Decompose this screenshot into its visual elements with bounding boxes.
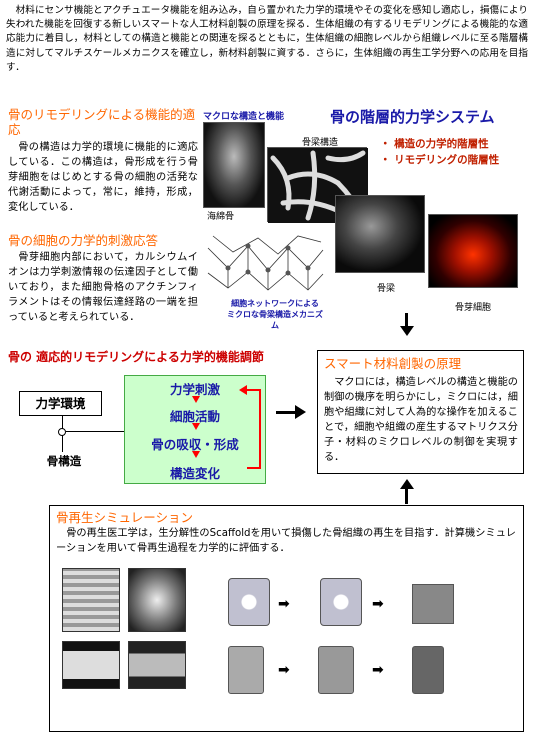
stimulus-text: 骨芽細胞内部において，カルシウムイオンは力学刺激情報の伝達因子として働いており，… (8, 252, 198, 323)
cancellous-bone-image (203, 122, 265, 208)
smart-text: マクロには，構造レベルの構造と機能の制御の機序を明らかにし，ミクロには，細胞や組… (324, 377, 518, 463)
sim-shape-2 (318, 646, 354, 694)
regen-text: 骨の再生医工学は，生分解性のScaffoldを用いて損傷した骨組織の再生を目指す… (56, 528, 516, 554)
arrow-down-shaft (405, 313, 408, 327)
network-caption: 細胞ネットワークによる ミクロな骨梁構造メカニズム (227, 299, 323, 330)
arrow-right-head (295, 405, 306, 419)
remodeling-text: 骨の構造は力学的環境に機能的に適応している．この構造は，骨形成を行う骨芽細胞をは… (8, 142, 198, 213)
smart-title: スマート材料創製の原理 (324, 356, 462, 371)
remodeling-title: 骨のリモデリングによる機能的適応 (8, 107, 196, 137)
flow-arrow-2 (192, 423, 200, 430)
stimulus-title: 骨の細胞の力学的刺激応答 (8, 233, 159, 248)
smart-box: スマート材料創製の原理 マクロには，構造レベルの構造と機能の制御の機序を明らかに… (317, 350, 524, 474)
scaffold-photo-3 (62, 641, 120, 689)
flow-step-2: 細胞活動 (169, 409, 220, 424)
sim-arrow-4: ➡ (372, 662, 384, 678)
feedback-loop (247, 389, 261, 469)
bone-struct-box: 骨構造 (36, 452, 92, 472)
scaffold-photo-4 (128, 641, 186, 689)
bone-structure-label: 骨梁構造 (302, 138, 339, 148)
hierarchy-bullet-1: ・ 構造の力学的階層性 (380, 138, 489, 150)
scaffold-photo-1 (62, 568, 120, 632)
sim-arrow-1: ➡ (278, 596, 290, 612)
osteoblast-image (428, 214, 518, 288)
mech-env-box: 力学環境 (19, 391, 102, 416)
flow-arrow-1 (192, 396, 200, 403)
osteoblast-label: 骨芽細胞 (455, 303, 492, 313)
functional-title: 骨の 適応的リモデリングによる力学的機能調節 (8, 350, 264, 364)
sim-arrow-3: ➡ (278, 662, 290, 678)
hierarchy-bullet-2: ・ リモデリングの階層性 (380, 154, 500, 166)
arrow-up-shaft (405, 488, 408, 504)
cell-network-drawing (207, 235, 324, 291)
link-line (66, 431, 124, 432)
flow-step-3: 骨の吸収・形成 (151, 437, 239, 452)
sim-arrow-2: ➡ (372, 596, 384, 612)
arrow-up-head (400, 479, 414, 489)
sim-cube-2 (320, 578, 362, 626)
link-circle (58, 428, 66, 436)
flow-step-1: 力学刺激 (169, 382, 220, 397)
hierarchy-title: 骨の階層的力学システム (330, 108, 495, 126)
intro-paragraph: 材料にセンサ機能とアクチュエータ機能を組み込み，自ら置かれた力学的環境やその変化… (6, 5, 528, 73)
trabecula-image (335, 195, 425, 273)
feedback-arrow-head (239, 385, 247, 395)
macro-label: マクロな構造と機能 (203, 112, 285, 122)
arrow-right-shaft (276, 411, 296, 414)
regen-title: 骨再生シミュレーション (56, 510, 194, 525)
flow-step-4: 構造変化 (169, 466, 220, 481)
arrow-down-head (400, 326, 414, 336)
sim-shape-1 (228, 646, 264, 694)
scaffold-photo-2 (128, 568, 186, 632)
sim-cube-1 (228, 578, 270, 626)
sim-cube-3 (412, 584, 454, 624)
trabecula-label: 骨梁 (377, 284, 396, 294)
regen-box: 骨再生シミュレーション 骨の再生医工学は，生分解性のScaffoldを用いて損傷… (49, 505, 524, 732)
flow-arrow-3 (192, 451, 200, 458)
sim-shape-3 (412, 646, 444, 694)
cancellous-label: 海綿骨 (207, 212, 235, 222)
cell-network-schematic (203, 228, 328, 296)
